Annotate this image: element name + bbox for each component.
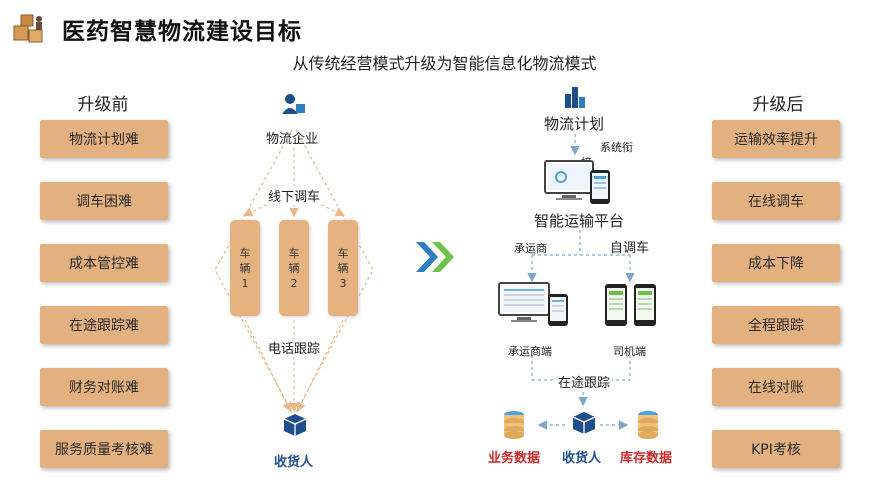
before-item: 服务质量考核难 <box>40 430 168 468</box>
platform-label: 智能运输平台 <box>534 212 625 230</box>
page-title: 医药智慧物流建设目标 <box>62 19 302 45</box>
receiver-box-icon <box>283 414 307 436</box>
carrier-client-devices-icon <box>498 282 568 326</box>
carrier-client-label: 承运商端 <box>508 345 552 358</box>
receiver-label-right: 收货人 <box>562 451 602 466</box>
driver-client-phones-icon <box>605 284 656 326</box>
boxes-logo-icon <box>13 14 43 43</box>
after-item: 在线对账 <box>712 368 840 406</box>
plan-label: 物流计划 <box>544 115 605 133</box>
page-subtitle: 从传统经营模式升级为智能信息化物流模式 <box>292 54 597 73</box>
inventory-data-label: 库存数据 <box>620 451 673 466</box>
after-heading: 升级后 <box>752 95 804 115</box>
dispatch-label: 线下调车 <box>266 186 323 205</box>
phone-tracking-label: 电话跟踪 <box>266 338 323 357</box>
company-people-icon <box>282 94 305 114</box>
business-data-database-icon <box>504 411 524 439</box>
after-item: 在线调车 <box>712 182 840 220</box>
company-label: 物流企业 <box>266 132 319 147</box>
after-item: 成本下降 <box>712 244 840 282</box>
before-item: 在途跟踪难 <box>40 306 168 344</box>
after-item: 运输效率提升 <box>712 120 840 158</box>
double-chevron-arrow-icon <box>416 242 454 272</box>
platform-devices-icon <box>544 160 610 204</box>
self-dispatch-label: 自调车 <box>610 241 650 256</box>
business-data-label: 业务数据 <box>488 451 541 466</box>
after-item: 全程跟踪 <box>712 306 840 344</box>
receiver-label-left: 收货人 <box>274 455 314 470</box>
inventory-data-database-icon <box>638 411 658 439</box>
plan-building-icon <box>565 87 585 108</box>
before-item: 调车困难 <box>40 182 168 220</box>
before-item: 物流计划难 <box>40 120 168 158</box>
system-link-label-1: 系统衔 <box>600 141 633 154</box>
carrier-label: 承运商 <box>514 242 547 255</box>
before-item: 财务对账难 <box>40 368 168 406</box>
driver-client-label: 司机端 <box>613 345 646 358</box>
before-heading: 升级前 <box>77 95 129 115</box>
before-item: 成本管控难 <box>40 244 168 282</box>
receiver-box-icon <box>572 412 596 434</box>
transit-tracking-label: 在途跟踪 <box>556 372 613 391</box>
after-item: KPI考核 <box>712 430 840 468</box>
